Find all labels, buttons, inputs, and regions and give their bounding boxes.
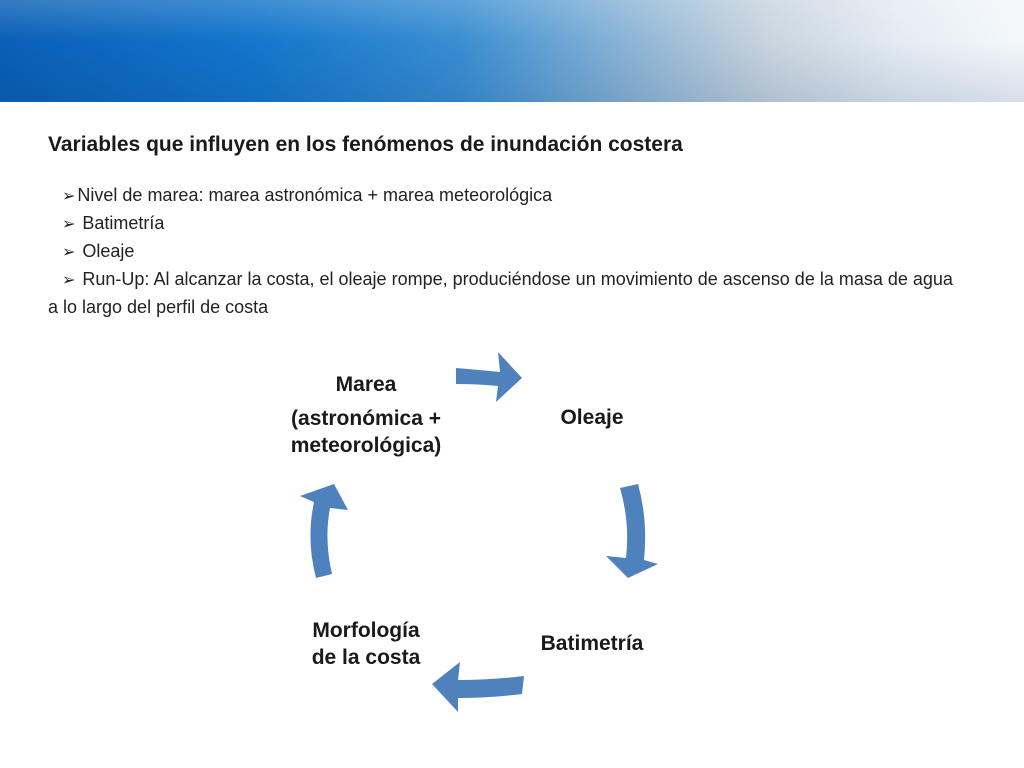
arrowhead-bullet-icon: ➢ [62,188,76,205]
node-oleaje: Oleaje [560,406,624,429]
cycle-arrow-oleaje-to-batimetria [606,484,658,578]
bullet-item: ➢Nivel de marea: marea astronómica + mar… [62,185,553,205]
slide-title: Variables que influyen en los fenómenos … [48,133,683,156]
arrowhead-bullet-icon: ➢ [62,272,76,289]
bullet-list: ➢Nivel de marea: marea astronómica + mar… [48,182,962,321]
node-batimetria: Batimetría [540,632,644,655]
cycle-arrow-batimetria-to-morfologia [432,662,524,712]
bullet-item: ➢ Run-Up: Al alcanzar la costa, el oleaj… [48,269,953,317]
node-marea: Marea (astronómica + meteorológica) [290,373,442,457]
bullet-item: ➢ Batimetría [62,213,165,233]
bullet-item: ➢ Oleaje [62,241,135,261]
cycle-arrow-morfologia-to-marea [300,484,348,578]
arrowhead-bullet-icon: ➢ [62,244,76,261]
node-morfologia: Morfología de la costa [311,619,421,669]
arrowhead-bullet-icon: ➢ [62,216,76,233]
header-band [0,0,1024,102]
cycle-arrow-marea-to-oleaje [456,352,522,402]
